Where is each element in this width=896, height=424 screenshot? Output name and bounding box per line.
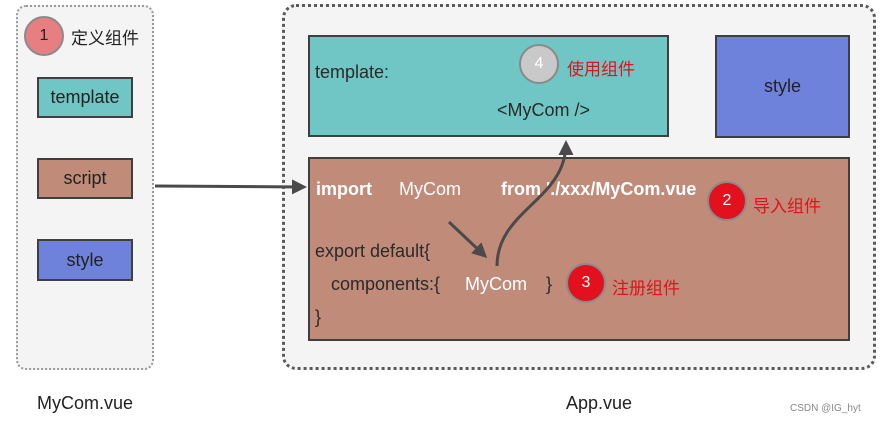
step-1-badge: 1 [24,16,64,56]
app-template-block [308,35,669,137]
export-default-line: export default{ [315,241,431,261]
components-close: } [546,274,553,294]
app-template-label: template: [315,62,390,82]
left-style-label: style [66,249,104,270]
app-style-block: style [715,35,850,138]
import-to-register-arrow [447,220,488,259]
left-template-block: template [37,77,133,118]
app-script-block [308,157,850,341]
import-name: MyCom [399,179,461,199]
step-2-label: 导入组件 [753,197,821,217]
left-script-label: script [63,168,107,188]
step-3-badge: 3 [566,263,606,303]
step-2-badge: 2 [707,181,747,221]
export-closing-brace: } [315,307,322,327]
step-3-label: 注册组件 [612,279,680,299]
register-to-template-arrow [495,140,574,267]
left-style-block: style [37,239,133,281]
step-4-badge: 4 [519,44,559,84]
mycom-vue-caption: MyCom.vue [37,393,134,413]
app-style-label: style [763,76,801,96]
app-vue-caption: App.vue [566,393,633,413]
step-4-label: 使用组件 [567,60,635,80]
components-value: MyCom [465,274,527,294]
step-1-label: 定义组件 [71,29,139,49]
left-script-block: script [37,158,133,199]
app-template-usage: <MyCom /> [497,100,591,120]
script-to-import-arrow [154,179,307,195]
left-template-label: template [50,87,120,107]
components-key: components:{ [331,274,441,294]
import-keyword: import [316,179,372,199]
watermark: CSDN @IG_hyt [790,403,861,414]
